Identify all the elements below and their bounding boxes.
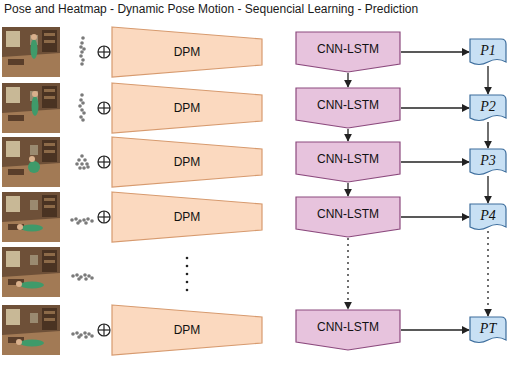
- flow-arrow: [401, 51, 469, 52]
- flow-arrow: [347, 73, 348, 87]
- flow-arrow: [487, 122, 488, 148]
- flow-arrow: [401, 216, 469, 217]
- flow-arrow: [487, 231, 488, 316]
- shape-fill: [296, 32, 400, 72]
- video-frame: [2, 137, 60, 187]
- shape-fill: [296, 88, 400, 128]
- dpm-trapezoid: DPM: [112, 27, 262, 77]
- prediction-flag: P3: [470, 149, 506, 175]
- cnn-lstm-box: CNN-LSTM: [296, 32, 400, 72]
- shape-fill: [470, 95, 506, 121]
- shape-fill: [112, 305, 262, 355]
- prediction-flag: PT: [470, 317, 506, 343]
- prediction-flag: P4: [470, 204, 506, 230]
- node-label: CNN-LSTM: [317, 152, 379, 166]
- node-label: DPM: [174, 45, 201, 59]
- node-label: CNN-LSTM: [317, 320, 379, 334]
- video-frames: [2, 27, 60, 355]
- dpm-trapezoid: DPM: [112, 137, 262, 187]
- dpm-trapezoid: DPM: [112, 83, 262, 133]
- video-frame: [2, 192, 60, 242]
- flow-arrow: [487, 66, 488, 94]
- node-label: P3: [480, 153, 496, 169]
- video-frame: [2, 247, 60, 297]
- flow-arrow: [401, 107, 469, 108]
- cnn-lstm-box: CNN-LSTM: [296, 310, 400, 350]
- node-label: PT: [480, 321, 496, 337]
- shape-fill: [470, 317, 506, 343]
- cnn-lstm-box: CNN-LSTM: [296, 88, 400, 128]
- shape-fill: [470, 149, 506, 175]
- node-label: CNN-LSTM: [317, 42, 379, 56]
- prediction-flag: P1: [470, 39, 506, 65]
- dpm-trapezoid: DPM: [112, 192, 262, 242]
- shape-fill: [296, 142, 400, 182]
- flow-arrow: [487, 176, 488, 203]
- flow-arrow: [347, 129, 348, 141]
- ellipsis-dots: [186, 257, 189, 292]
- shape-fill: [296, 197, 400, 237]
- concat-symbols: [98, 46, 110, 336]
- node-label: P1: [480, 43, 496, 59]
- shape-fill: [296, 310, 400, 350]
- prediction-flag: P2: [470, 95, 506, 121]
- cnn-lstm-box: CNN-LSTM: [296, 142, 400, 182]
- shape-fill: [112, 192, 262, 242]
- dpm-trapezoid: DPM: [112, 305, 262, 355]
- flow-arrow: [347, 183, 348, 196]
- shape-fill: [112, 137, 262, 187]
- flow-arrow: [347, 238, 348, 309]
- node-label: DPM: [174, 101, 201, 115]
- node-label: P4: [480, 208, 496, 224]
- shape-fill: [470, 39, 506, 65]
- pose-heatmaps: [70, 36, 94, 339]
- video-frame: [2, 305, 60, 355]
- video-frame: [2, 27, 60, 77]
- figure-title: Pose and Heatmap - Dynamic Pose Motion -…: [4, 2, 418, 16]
- flow-arrow: [401, 329, 469, 330]
- node-label: P2: [480, 99, 496, 115]
- node-label: CNN-LSTM: [317, 98, 379, 112]
- shape-fill: [112, 83, 262, 133]
- shape-fill: [470, 204, 506, 230]
- node-label: DPM: [174, 323, 201, 337]
- node-label: DPM: [174, 155, 201, 169]
- node-label: CNN-LSTM: [317, 207, 379, 221]
- cnn-lstm-box: CNN-LSTM: [296, 197, 400, 237]
- flow-arrow: [401, 161, 469, 162]
- node-label: DPM: [174, 210, 201, 224]
- video-frame: [2, 83, 60, 133]
- shape-fill: [112, 27, 262, 77]
